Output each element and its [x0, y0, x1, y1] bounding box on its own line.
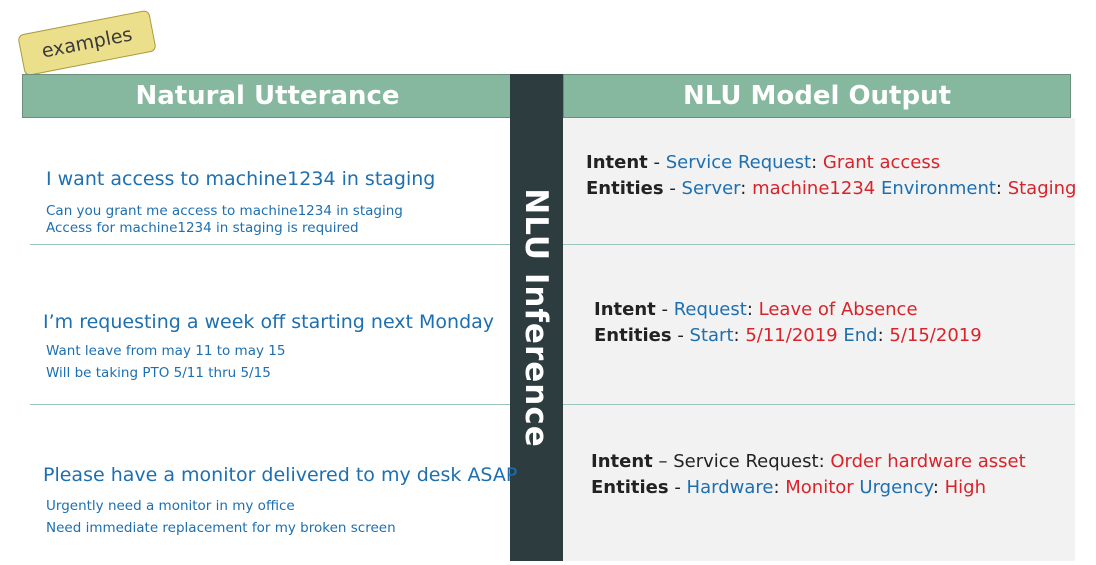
- intent-separator: -: [655, 299, 674, 320]
- intent-separator: -: [647, 152, 666, 173]
- nlu-inference-bar: [510, 74, 563, 561]
- utterance-main: I’m requesting a week off starting next …: [43, 311, 495, 333]
- output-intent-1: Intent - Service Request: Grant access: [586, 150, 940, 176]
- row-separator-2-right: [563, 404, 1075, 405]
- header-natural-utterance: Natural Utterance: [22, 74, 513, 118]
- entity-value: High: [944, 477, 986, 498]
- row-separator-2-left: [30, 404, 510, 405]
- row-separator-1-left: [30, 244, 510, 245]
- entities-separator: -: [671, 325, 690, 346]
- entities-separator: -: [668, 477, 687, 498]
- entity-value: 5/15/2019: [889, 325, 982, 346]
- utterance-main: I want access to machine1234 in staging: [46, 168, 436, 190]
- header-left-text: Natural Utterance: [135, 81, 400, 111]
- intent-label: Service Request: [665, 152, 812, 173]
- utterance-alternate: Access for machine1234 in staging is req…: [46, 220, 359, 236]
- entity-value: Staging: [1007, 178, 1077, 199]
- colon: :: [740, 178, 753, 199]
- colon: :: [995, 178, 1008, 199]
- entity-value: Monitor: [785, 477, 854, 498]
- colon: :: [818, 451, 831, 472]
- entity-name: End: [843, 325, 878, 346]
- entity-name: Server: [681, 178, 741, 199]
- intent-label: Request: [673, 299, 747, 320]
- colon: :: [877, 325, 890, 346]
- entity-name: Start: [689, 325, 734, 346]
- colon: :: [773, 477, 786, 498]
- entity-value: machine1234: [752, 178, 876, 199]
- nlu-inference-label: NLU Inference: [518, 188, 554, 448]
- entities-key: Entities: [594, 325, 672, 346]
- output-entities-1: Entities - Server: machine1234 Environme…: [586, 176, 1076, 202]
- intent-key: Intent: [594, 299, 656, 320]
- utterance-alternate: Need immediate replacement for my broken…: [46, 520, 396, 536]
- entity-name: Environment: [880, 178, 996, 199]
- entities-key: Entities: [591, 477, 669, 498]
- output-intent-2: Intent - Request: Leave of Absence: [594, 297, 918, 323]
- colon: :: [811, 152, 823, 173]
- row-separator-1-right: [563, 244, 1075, 245]
- examples-tag: examples: [17, 9, 157, 77]
- header-nlu-model-output: NLU Model Output: [563, 74, 1071, 118]
- entities-separator: -: [663, 178, 682, 199]
- utterance-alternate: Want leave from may 11 to may 15: [46, 343, 286, 359]
- intent-key: Intent: [591, 451, 653, 472]
- examples-tag-text: examples: [39, 23, 135, 63]
- entity-name: Urgency: [859, 477, 933, 498]
- intent-value: Leave of Absence: [758, 299, 918, 320]
- entities-key: Entities: [586, 178, 664, 199]
- output-intent-3: Intent – Service Request: Order hardware…: [591, 449, 1026, 475]
- colon: :: [932, 477, 945, 498]
- intent-key: Intent: [586, 152, 648, 173]
- output-entities-2: Entities - Start: 5/11/2019 End: 5/15/20…: [594, 323, 982, 349]
- utterance-alternate: Urgently need a monitor in my office: [46, 498, 295, 514]
- colon: :: [733, 325, 746, 346]
- intent-separator: –: [652, 451, 674, 472]
- colon: :: [746, 299, 759, 320]
- output-entities-3: Entities - Hardware: Monitor Urgency: Hi…: [591, 475, 986, 501]
- intent-value: Grant access: [822, 152, 941, 173]
- utterance-alternate: Can you grant me access to machine1234 i…: [46, 203, 403, 219]
- utterance-main: Please have a monitor delivered to my de…: [43, 464, 518, 486]
- utterance-alternate: Will be taking PTO 5/11 thru 5/15: [46, 365, 271, 381]
- intent-value: Order hardware asset: [830, 451, 1026, 472]
- entity-name: Hardware: [686, 477, 774, 498]
- entity-value: 5/11/2019: [745, 325, 838, 346]
- output-panel-background: [563, 118, 1075, 561]
- intent-label: Service Request: [673, 451, 819, 472]
- header-right-text: NLU Model Output: [682, 81, 952, 111]
